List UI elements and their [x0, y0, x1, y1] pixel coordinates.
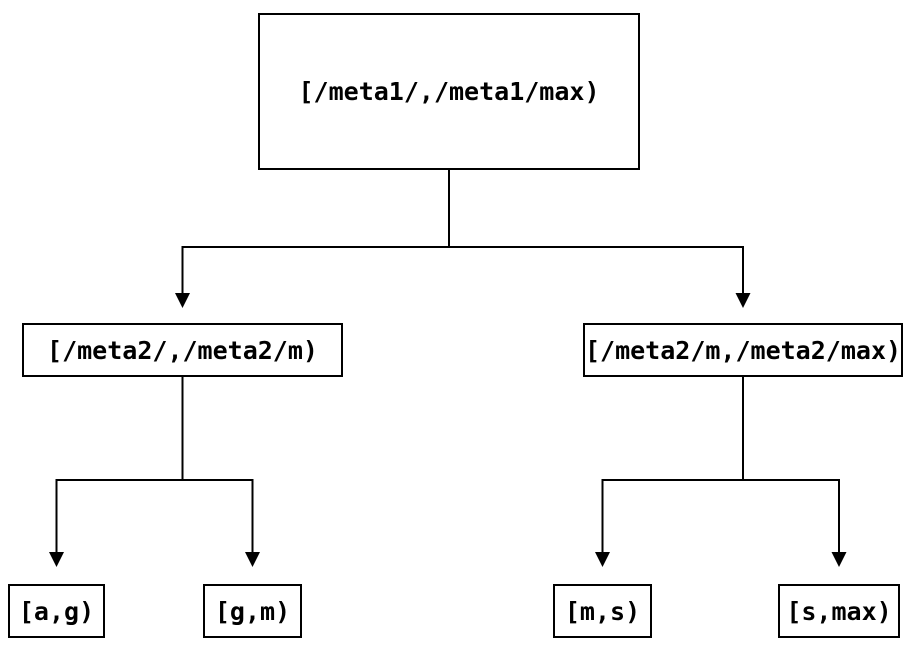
tree-node-leaf-smax-label: [s,max) — [786, 596, 892, 626]
edge-line — [742, 377, 840, 552]
edge-line — [55, 377, 184, 552]
edge-root-to-meta2-left — [175, 170, 450, 308]
arrowhead-down-icon — [175, 293, 190, 308]
arrowhead-down-icon — [245, 552, 260, 567]
edge-meta2-right-to-leaf-ms — [595, 377, 744, 567]
tree-node-meta2-right: [/meta2/m,/meta2/max) — [583, 323, 903, 377]
tree-node-leaf-ag: [a,g) — [8, 584, 105, 638]
tree-node-meta2-left-label: [/meta2/,/meta2/m) — [47, 335, 318, 365]
edge-meta2-left-to-leaf-gm — [181, 377, 260, 567]
edge-meta2-left-to-leaf-ag — [49, 377, 184, 567]
tree-node-leaf-ag-label: [a,g) — [18, 596, 95, 626]
edge-line — [181, 170, 450, 293]
tree-node-leaf-ms-label: [m,s) — [564, 596, 641, 626]
tree-node-meta2-left: [/meta2/,/meta2/m) — [22, 323, 343, 377]
tree-node-meta2-right-label: [/meta2/m,/meta2/max) — [584, 335, 902, 365]
arrowhead-down-icon — [831, 552, 847, 567]
arrowhead-down-icon — [735, 293, 751, 308]
edge-root-to-meta2-right — [448, 170, 751, 308]
edge-line — [601, 377, 744, 552]
tree-node-root-label: [/meta1/,/meta1/max) — [298, 77, 600, 106]
tree-node-leaf-ms: [m,s) — [553, 584, 652, 638]
tree-node-leaf-gm-label: [g,m) — [214, 596, 291, 626]
tree-node-root: [/meta1/,/meta1/max) — [258, 13, 640, 170]
edge-meta2-right-to-leaf-smax — [742, 377, 847, 567]
edge-line — [181, 377, 254, 552]
arrowhead-down-icon — [595, 552, 610, 567]
tree-node-leaf-smax: [s,max) — [778, 584, 900, 638]
arrowhead-down-icon — [49, 552, 64, 567]
tree-node-leaf-gm: [g,m) — [203, 584, 302, 638]
edge-line — [448, 170, 744, 293]
